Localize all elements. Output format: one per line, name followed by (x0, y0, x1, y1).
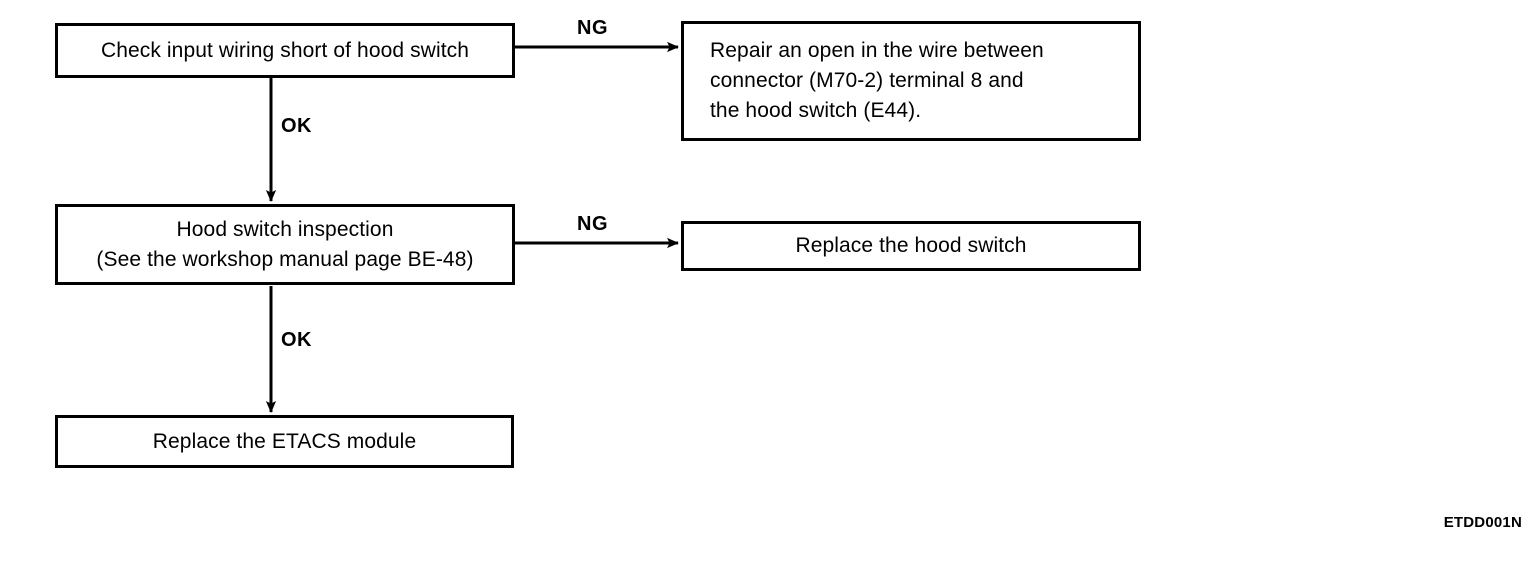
flow-node-replace-hood-switch[interactable]: Replace the hood switch (681, 221, 1141, 271)
flow-node-text-line: connector (M70-2) terminal 8 and (710, 69, 1024, 92)
edge-label-ok-2: OK (281, 329, 312, 351)
flow-node-text-line: Check input wiring short of hood switch (100, 38, 470, 62)
figure-reference-code: ETDD001N (1443, 514, 1522, 531)
flow-node-text-line: Hood switch inspection (176, 217, 394, 241)
flow-node-check-input-wiring[interactable]: Check input wiring short of hood switch (55, 23, 515, 78)
flow-node-repair-open-wire[interactable]: Repair an open in the wire between conne… (681, 21, 1141, 141)
flow-node-text-line: Replace the ETACS module (152, 429, 417, 453)
flow-node-text-line: (See the workshop manual page BE-48) (96, 247, 474, 271)
edge-label-ok-1: OK (281, 115, 312, 137)
flow-node-text-line: the hood switch (E44). (710, 99, 922, 122)
flow-node-hood-switch-inspection[interactable]: Hood switch inspection (See the workshop… (55, 204, 515, 285)
flow-node-text-line: Replace the hood switch (795, 234, 1027, 257)
edge-label-ng-2: NG (577, 213, 608, 235)
edge-label-ng-1: NG (577, 17, 608, 39)
flow-node-text-line: Repair an open in the wire between (710, 39, 1044, 62)
flow-node-replace-etacs-module[interactable]: Replace the ETACS module (55, 415, 514, 468)
